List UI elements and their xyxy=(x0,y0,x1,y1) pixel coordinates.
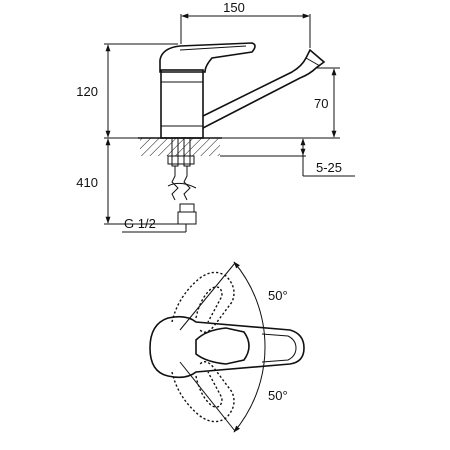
lever-center-body xyxy=(149,315,305,379)
lever-rotated-upper xyxy=(171,271,235,333)
angle-guide-lower xyxy=(179,361,236,432)
top-view: 50° 50° xyxy=(149,261,305,433)
lever-rotated-lower xyxy=(171,361,235,423)
lever-center-inner xyxy=(195,327,250,365)
dim-text-thread: G 1/2 xyxy=(124,216,156,231)
dim-text-spout-height: 70 xyxy=(314,96,328,111)
hose-left xyxy=(171,166,179,201)
angle-guide-upper xyxy=(179,262,236,331)
spout-aerator xyxy=(305,57,321,67)
hose-fitting-upper xyxy=(179,203,195,213)
rotation-arc xyxy=(233,261,266,433)
hose-break-mark xyxy=(167,182,197,189)
angle-text-upper: 50° xyxy=(268,288,288,303)
countertop-hatch xyxy=(140,138,220,156)
spout xyxy=(202,48,326,129)
mount-nut xyxy=(167,155,195,165)
lever-handle xyxy=(159,42,256,73)
lever-detail xyxy=(179,45,247,51)
lever-rotated-lower-inner xyxy=(195,371,223,408)
dim-text-mount-thickness: 5-25 xyxy=(316,160,342,175)
lever-rotated-upper-inner xyxy=(195,286,223,323)
faucet-body xyxy=(160,69,204,139)
dim-text-spout-length: 150 xyxy=(223,0,245,15)
lever-center-tip xyxy=(261,333,297,363)
hose-right xyxy=(183,166,191,201)
hose-fitting-lower xyxy=(177,211,197,225)
side-view: 150 120 70 5-25 410 G 1/2 xyxy=(76,0,355,233)
dim-text-total-height: 120 xyxy=(76,84,98,99)
angle-text-lower: 50° xyxy=(268,388,288,403)
dim-text-hose-length: 410 xyxy=(76,175,98,190)
